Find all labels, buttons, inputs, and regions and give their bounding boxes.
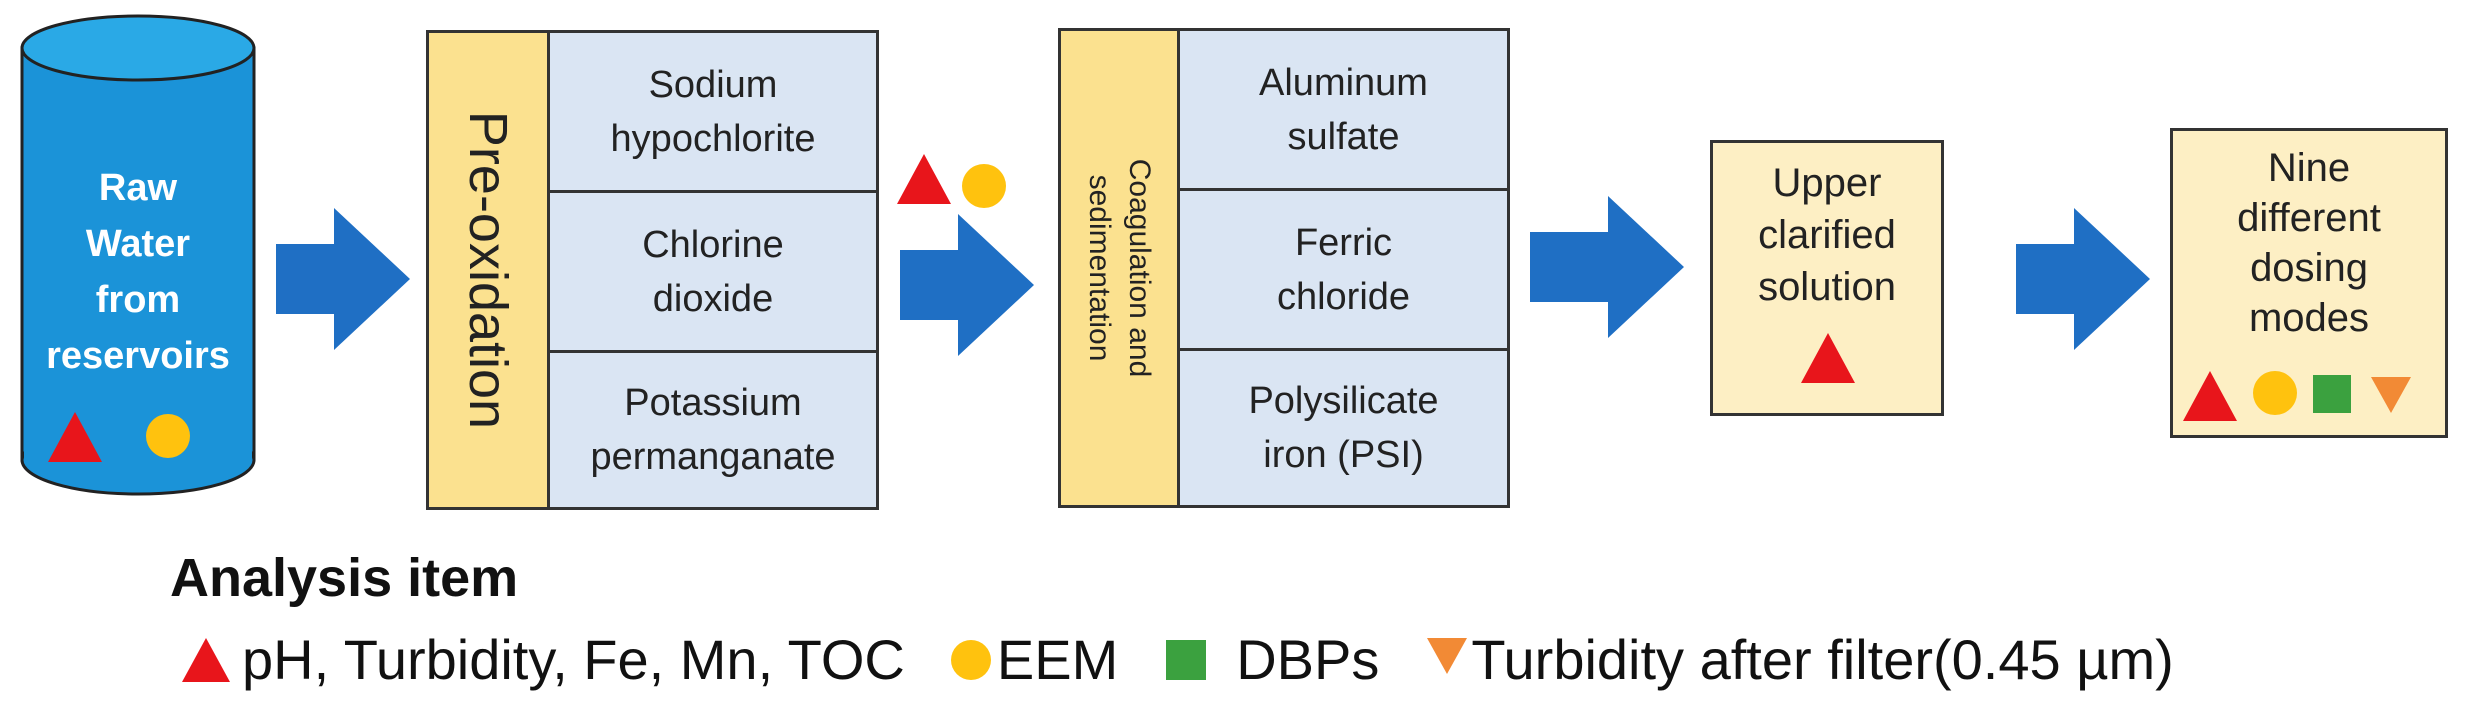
raw-water-label: Raw Water from reservoirs xyxy=(46,167,230,377)
coagulant-polysilicate-iron: Polysilicate iron (PSI) xyxy=(1177,348,1510,508)
legend-item-turbidity-filter: Turbidity after filter(0.45 µm) xyxy=(1471,628,2174,691)
arrow-right-icon xyxy=(900,214,1034,356)
coagulation-title: Coagulation and sedimentation xyxy=(1083,158,1156,378)
eem-marker xyxy=(146,414,190,458)
eem-marker xyxy=(962,164,1006,208)
pre-oxidation-title: Pre-oxidation xyxy=(458,110,518,430)
ph-turbidity-marker xyxy=(897,154,951,204)
upper-clarified-solution-label: Upper clarified solution xyxy=(1758,161,1896,309)
ph-turbidity-marker xyxy=(48,412,102,462)
oxidant-chlorine-dioxide: Chlorine dioxide xyxy=(547,190,879,353)
legend-item-dbps: DBPs xyxy=(1236,628,1380,691)
legend-item-eem: EEM xyxy=(996,628,1119,691)
yellow-circle-icon xyxy=(950,640,991,680)
ph-turbidity-marker xyxy=(1801,333,1855,383)
raw-water-reservoir: Raw Water from reservoirs xyxy=(18,12,258,498)
arrow-right-icon xyxy=(2016,208,2150,350)
arrow-right-icon xyxy=(276,208,410,350)
oxidant-potassium-permanganate: Potassium permanganate xyxy=(547,350,879,510)
oxidant-sodium-hypochlorite: Sodium hypochlorite xyxy=(547,30,879,193)
upper-clarified-solution-box: Upper clarified solution xyxy=(1710,140,1944,416)
dosing-modes-label: Nine different dosing modes xyxy=(2237,146,2381,340)
pre-oxidation-bar: Pre-oxidation xyxy=(426,30,550,510)
legend-title: Analysis item xyxy=(170,548,519,608)
eem-marker xyxy=(2253,371,2297,415)
dbps-marker xyxy=(2313,375,2351,413)
orange-down-triangle-icon xyxy=(1427,638,1468,674)
dosing-modes-box: Nine different dosing modes xyxy=(2170,128,2448,438)
coagulation-bar: Coagulation and sedimentation xyxy=(1058,28,1180,508)
coagulant-aluminum-sulfate: Aluminum sulfate xyxy=(1177,28,1510,191)
legend-item-ph: pH, Turbidity, Fe, Mn, TOC xyxy=(242,628,905,691)
red-triangle-icon xyxy=(182,638,230,682)
turbidity-filter-marker xyxy=(2371,377,2411,413)
legend-row: pH, Turbidity, Fe, Mn, TOC EEM DBPs Turb… xyxy=(182,630,2174,690)
green-square-icon xyxy=(1166,640,1207,680)
coagulant-ferric-chloride: Ferric chloride xyxy=(1177,188,1510,351)
ph-turbidity-marker xyxy=(2183,371,2237,421)
arrow-right-icon xyxy=(1530,196,1684,338)
cylinder-icon xyxy=(20,14,256,496)
